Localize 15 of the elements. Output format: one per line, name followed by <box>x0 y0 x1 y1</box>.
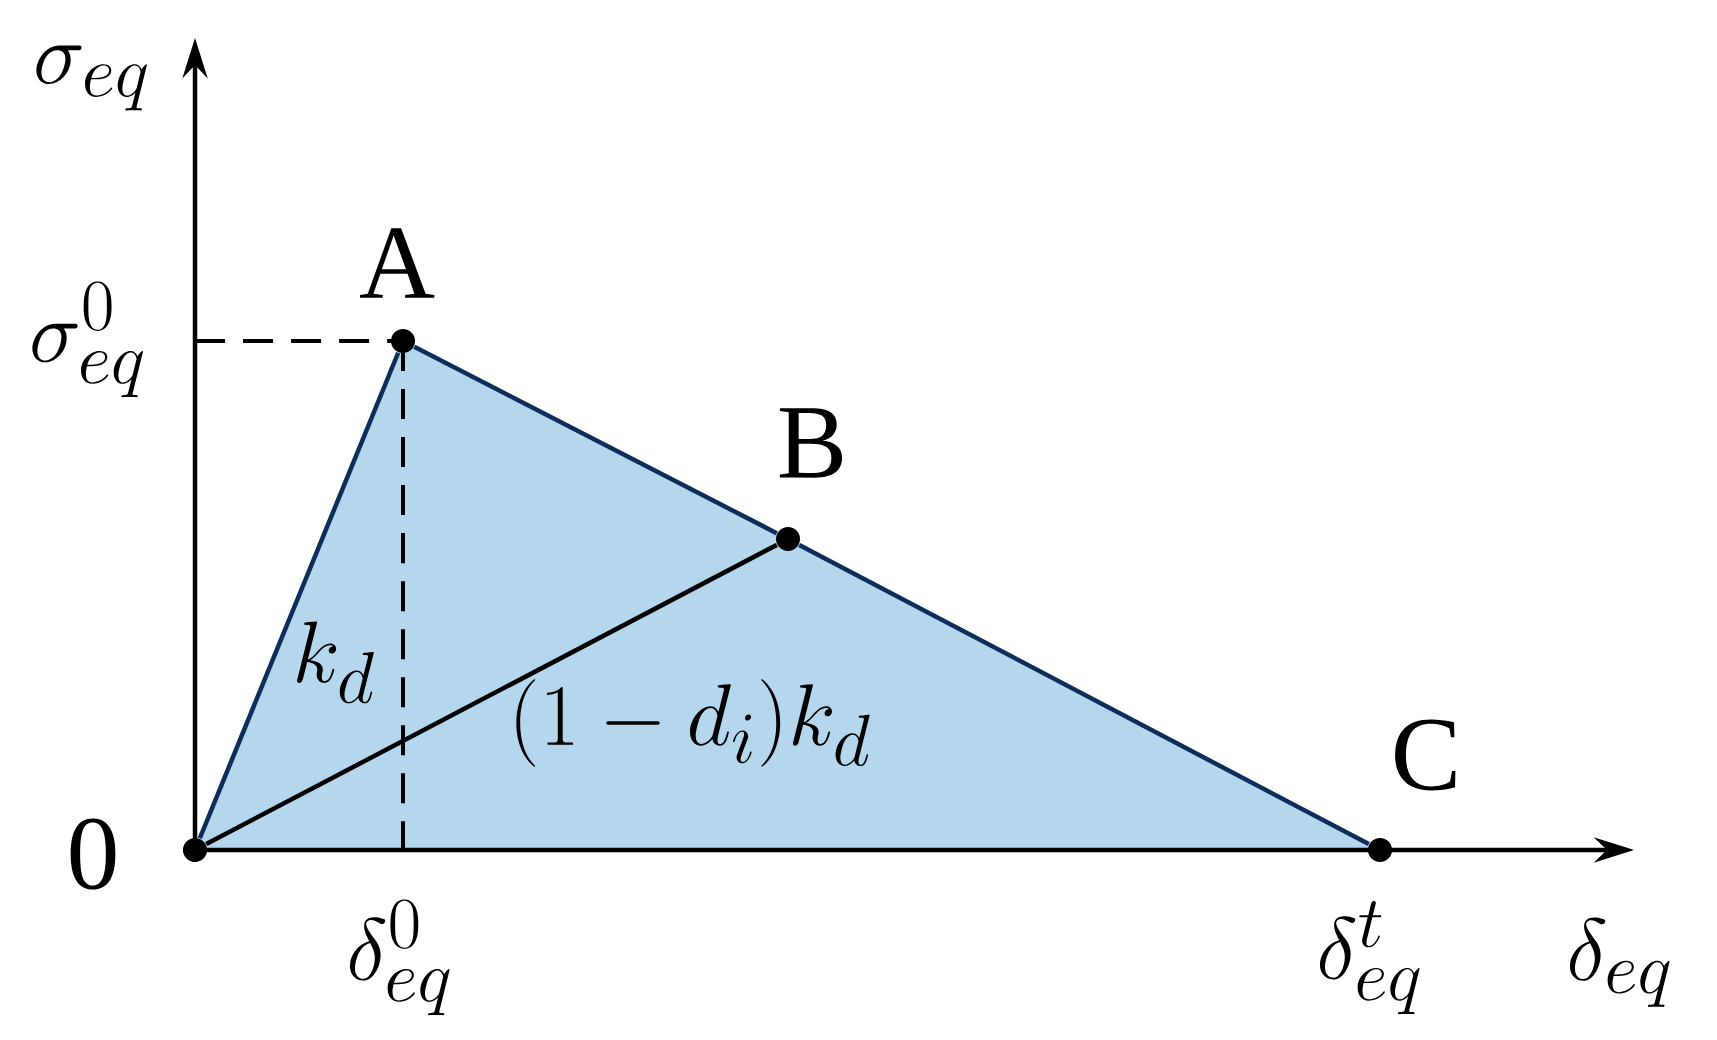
axis-label: $\delta_{eq}^{t}$ <box>1319 901 1420 1015</box>
point-label: B <box>779 408 843 478</box>
point-label: 0 <box>70 818 116 890</box>
axis-label: $\sigma_{eq}^{0}$ <box>32 281 143 398</box>
edge-label: $k_{d}$ <box>297 621 374 704</box>
axis-label: $\delta_{eq}$ <box>1569 917 1670 1007</box>
line <box>205 542 778 847</box>
line <box>798 542 1370 847</box>
line <box>197 351 401 840</box>
axis-label: $\delta_{eq}^{0}$ <box>349 899 450 1016</box>
edge-label: $(1-d_{i})k_{d}$ <box>516 679 870 767</box>
point-label: C <box>1395 719 1456 791</box>
axis-label: $\sigma_{eq}$ <box>36 45 147 111</box>
point-label: A <box>359 228 435 298</box>
line <box>413 344 778 536</box>
